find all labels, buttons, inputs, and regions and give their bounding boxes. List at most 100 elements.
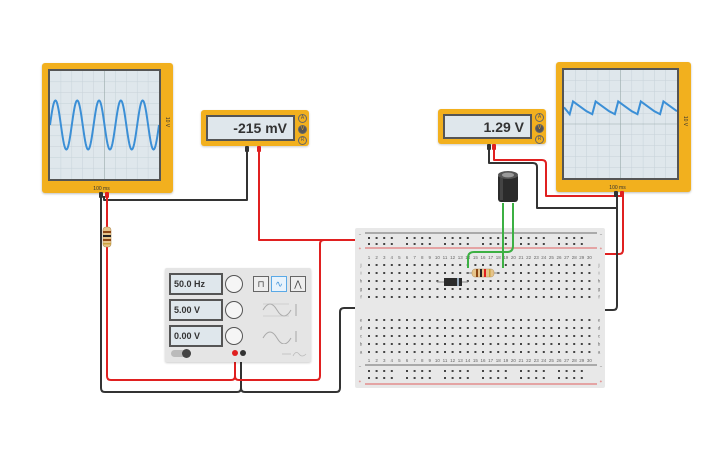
breadboard-hole: [413, 351, 416, 353]
function-generator[interactable]: 50.0 Hz 5.00 V 0.00 V ⊓ ∿ ⋀: [165, 268, 311, 362]
multimeter-right[interactable]: 1.29 V A V R: [438, 109, 546, 144]
breadboard-hole: [474, 288, 477, 290]
breadboard-hole: [580, 335, 583, 337]
svg-text:29: 29: [579, 255, 585, 260]
frequency-knob[interactable]: [225, 275, 243, 293]
breadboard-hole: [489, 335, 492, 337]
svg-text:a: a: [360, 350, 363, 355]
breadboard-hole: [512, 327, 515, 329]
square-wave-button[interactable]: ⊓: [253, 276, 269, 292]
breadboard-hole: [436, 272, 439, 274]
frequency-field[interactable]: 50.0 Hz: [169, 273, 223, 295]
meter-right-probe-black[interactable]: [487, 144, 491, 150]
breadboard-hole: [398, 319, 401, 321]
breadboard-hole: [504, 280, 507, 282]
meter-left-probe-black[interactable]: [245, 146, 249, 152]
breadboard-hole: [406, 370, 408, 372]
breadboard-hole: [459, 319, 462, 321]
breadboard-hole: [390, 237, 393, 239]
breadboard-hole: [482, 280, 484, 282]
breadboard-hole: [482, 288, 484, 290]
breadboard-hole: [497, 377, 500, 379]
breadboard-hole: [466, 327, 469, 329]
offset-knob[interactable]: [225, 327, 243, 345]
multimeter-left[interactable]: -215 mV A V R: [201, 110, 309, 146]
breadboard-hole: [512, 280, 515, 282]
mode-ohms-button[interactable]: R: [535, 135, 544, 144]
breadboard-hole: [535, 264, 538, 266]
svg-text:18: 18: [496, 255, 502, 260]
breadboard-hole: [390, 319, 393, 321]
breadboard-hole: [444, 288, 446, 290]
oscilloscope-left[interactable]: 100 ms 10 V: [42, 63, 173, 193]
breadboard-hole: [428, 237, 431, 239]
electrolytic-capacitor[interactable]: [497, 170, 519, 204]
mode-amps-button[interactable]: A: [298, 114, 307, 123]
breadboard-hole: [421, 343, 424, 345]
breadboard-hole: [558, 243, 560, 245]
svg-text:−: −: [600, 364, 603, 369]
breadboard-hole: [406, 377, 408, 379]
svg-text:24: 24: [541, 358, 547, 363]
breadboard-hole: [535, 243, 538, 245]
svg-text:10: 10: [435, 255, 441, 260]
breadboard-hole: [428, 243, 431, 245]
breadboard-hole: [413, 272, 416, 274]
breadboard-hole: [383, 343, 386, 345]
resistor-left[interactable]: [102, 226, 112, 248]
multimeter-display: -215 mV: [206, 115, 295, 141]
mode-amps-button[interactable]: A: [535, 113, 544, 122]
meter-left-probe-red[interactable]: [257, 146, 261, 152]
breadboard-hole: [489, 243, 492, 245]
breadboard-hole: [489, 343, 492, 345]
breadboard-hole: [504, 272, 507, 274]
svg-text:4: 4: [391, 255, 394, 260]
scope-left-probe-red[interactable]: [105, 192, 109, 198]
breadboard-hole: [413, 296, 416, 298]
breadboard-hole: [542, 370, 545, 372]
svg-text:+: +: [600, 379, 603, 384]
generator-terminal-positive[interactable]: [232, 350, 238, 356]
breadboard-hole: [451, 351, 454, 353]
breadboard-hole: [383, 296, 386, 298]
breadboard-hole: [383, 264, 386, 266]
breadboard-hole: [466, 280, 469, 282]
breadboard-hole: [542, 343, 545, 345]
oscilloscope-right[interactable]: 100 ms 10 V: [556, 62, 691, 192]
power-toggle[interactable]: [171, 349, 191, 358]
breadboard-hole: [406, 288, 408, 290]
triangle-wave-button[interactable]: ⋀: [290, 276, 306, 292]
generator-terminal-negative[interactable]: [240, 350, 246, 356]
meter-right-probe-red[interactable]: [492, 144, 496, 150]
svg-text:11: 11: [443, 255, 448, 260]
amplitude-field[interactable]: 5.00 V: [169, 299, 223, 321]
scope-left-probe-black[interactable]: [99, 192, 103, 198]
scope-right-probe-red[interactable]: [620, 191, 624, 197]
breadboard-hole: [520, 351, 522, 353]
svg-text:20: 20: [511, 358, 517, 363]
breadboard-hole: [436, 335, 439, 337]
breadboard-hole: [421, 288, 424, 290]
mode-ohms-button[interactable]: R: [298, 136, 307, 145]
breadboard-hole: [504, 319, 507, 321]
breadboard-hole: [444, 335, 446, 337]
svg-text:22: 22: [526, 358, 532, 363]
sine-wave-button[interactable]: ∿: [271, 276, 287, 292]
breadboard-hole: [474, 280, 477, 282]
breadboard-hole: [542, 319, 545, 321]
breadboard-hole: [474, 319, 477, 321]
breadboard-hole: [368, 343, 370, 345]
svg-text:15: 15: [473, 255, 479, 260]
amplitude-knob[interactable]: [225, 301, 243, 319]
mode-volts-button[interactable]: V: [535, 124, 544, 133]
scope-right-probe-black[interactable]: [614, 191, 618, 197]
breadboard-hole: [550, 288, 553, 290]
mode-volts-button[interactable]: V: [298, 125, 307, 134]
breadboard-hole: [466, 288, 469, 290]
offset-field[interactable]: 0.00 V: [169, 325, 223, 347]
breadboard-hole: [580, 343, 583, 345]
breadboard-hole: [497, 237, 500, 239]
breadboard-hole: [375, 243, 378, 245]
breadboard-hole: [504, 343, 507, 345]
